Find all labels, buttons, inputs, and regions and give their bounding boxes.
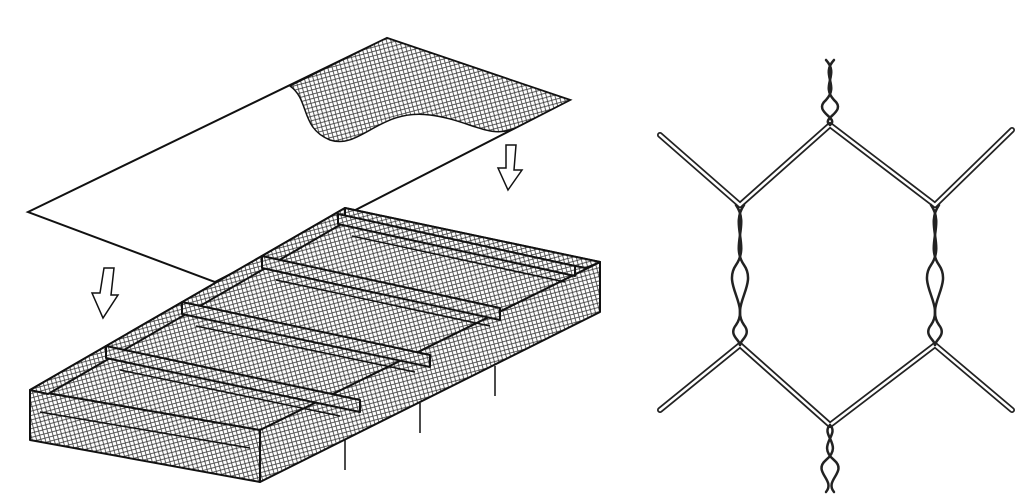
lid-panel: [25, 36, 573, 284]
diaphragms: [105, 213, 576, 413]
hex-mesh: [657, 58, 1015, 494]
wire-twist: [730, 58, 945, 494]
down-arrow-icon: [90, 267, 120, 320]
mattress-base: [29, 207, 601, 483]
lid-mesh-patch: [288, 37, 572, 143]
down-arrow-icon: [496, 144, 524, 192]
